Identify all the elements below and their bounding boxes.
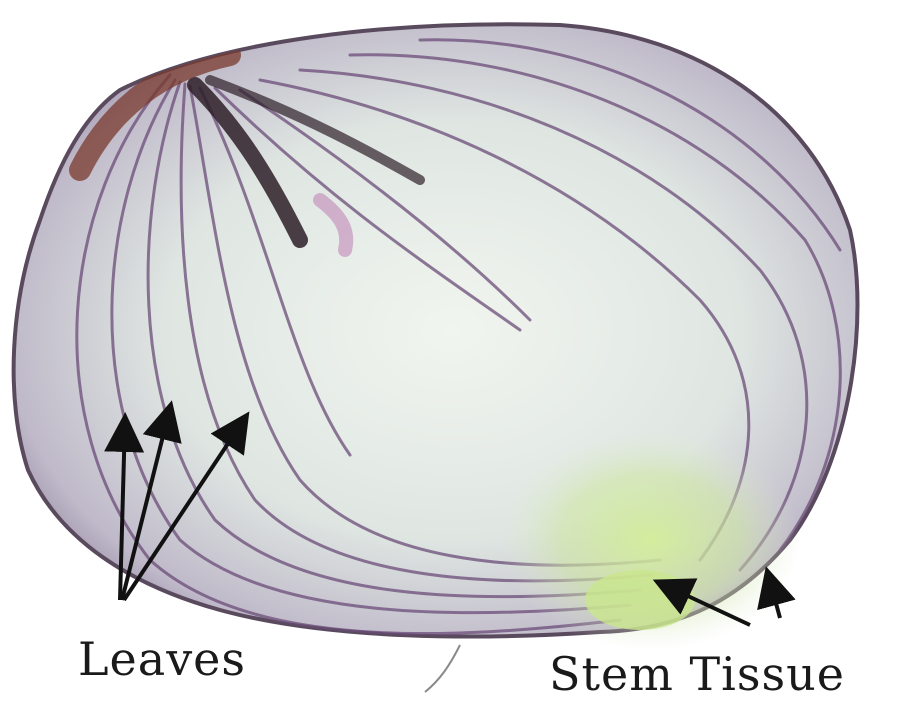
- root-stub: [425, 645, 460, 692]
- leaves-label: Leaves: [78, 636, 246, 682]
- onion-bulb: [14, 24, 858, 692]
- stem-tissue-label: Stem Tissue: [549, 651, 845, 697]
